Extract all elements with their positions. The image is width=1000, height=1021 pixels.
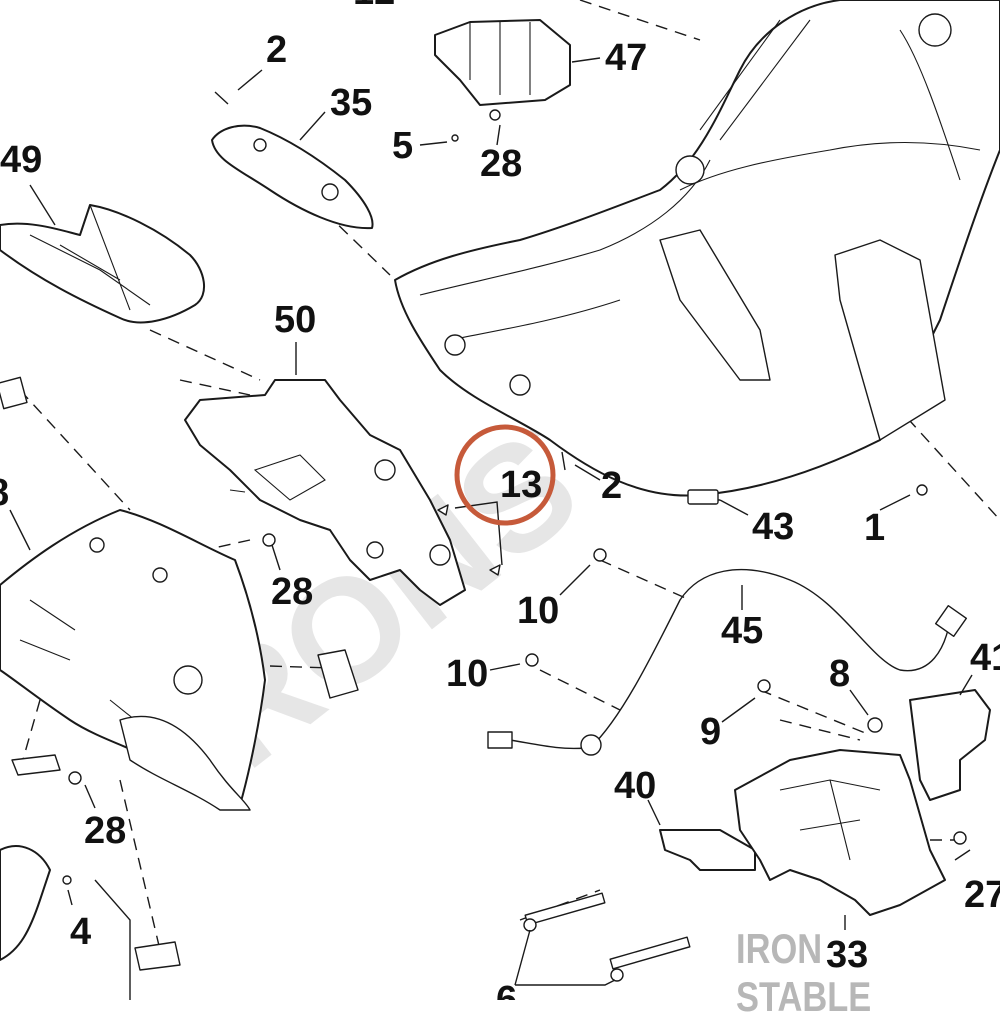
callout-28: 28 bbox=[480, 143, 522, 185]
callout-50: 50 bbox=[274, 299, 316, 341]
part-45-wire bbox=[487, 568, 968, 756]
small-parts-left bbox=[0, 376, 359, 1000]
callout-41: 41 bbox=[970, 637, 1000, 679]
callout-13: 13 bbox=[500, 464, 542, 506]
part-47-actuator bbox=[434, 19, 571, 142]
callout-28: 28 bbox=[84, 810, 126, 852]
callout-27: 27 bbox=[964, 874, 1000, 916]
callout-12: 12 bbox=[353, 0, 395, 13]
brand-watermark: IRON STABLE bbox=[736, 925, 872, 1020]
callout-45: 45 bbox=[721, 610, 763, 652]
upper-fairing-frame bbox=[394, 0, 1000, 497]
callout-1: 1 bbox=[864, 507, 885, 549]
callout-35: 35 bbox=[330, 82, 372, 124]
callout-8: 8 bbox=[0, 472, 9, 514]
callout-33: 33 bbox=[826, 934, 868, 976]
highlight-circle bbox=[454, 424, 556, 526]
callout-5: 5 bbox=[392, 125, 413, 167]
callout-49: 49 bbox=[0, 139, 42, 181]
part-50-bracket bbox=[184, 379, 501, 606]
leader-lines bbox=[9, 57, 973, 986]
callout-47: 47 bbox=[605, 37, 647, 79]
parts-diagram: IRONSTAR bbox=[0, 0, 1000, 1000]
callout-28: 28 bbox=[271, 571, 313, 613]
callout-2: 2 bbox=[266, 29, 287, 71]
callout-8: 8 bbox=[829, 653, 850, 695]
part-43 bbox=[687, 489, 719, 505]
callout-4: 4 bbox=[70, 911, 91, 953]
part-41 bbox=[909, 689, 991, 801]
small-parts-center bbox=[525, 548, 883, 733]
part-8-left-fairing bbox=[0, 509, 266, 811]
callout-43: 43 bbox=[752, 506, 794, 548]
callout-9: 9 bbox=[700, 711, 721, 753]
callout-2: 2 bbox=[601, 465, 622, 507]
callout-10: 10 bbox=[446, 653, 488, 695]
callout-6: 6 bbox=[496, 979, 517, 1000]
callout-40: 40 bbox=[614, 765, 656, 807]
screws bbox=[214, 91, 928, 496]
part-49-cover bbox=[0, 204, 206, 324]
callout-labels: 12 2 35 47 49 5 28 50 13 2 8 28 43 1 10 … bbox=[0, 0, 1000, 1000]
part-35-bracket bbox=[211, 124, 374, 230]
part-40-33-brackets bbox=[523, 749, 967, 982]
callout-10: 10 bbox=[517, 590, 559, 632]
